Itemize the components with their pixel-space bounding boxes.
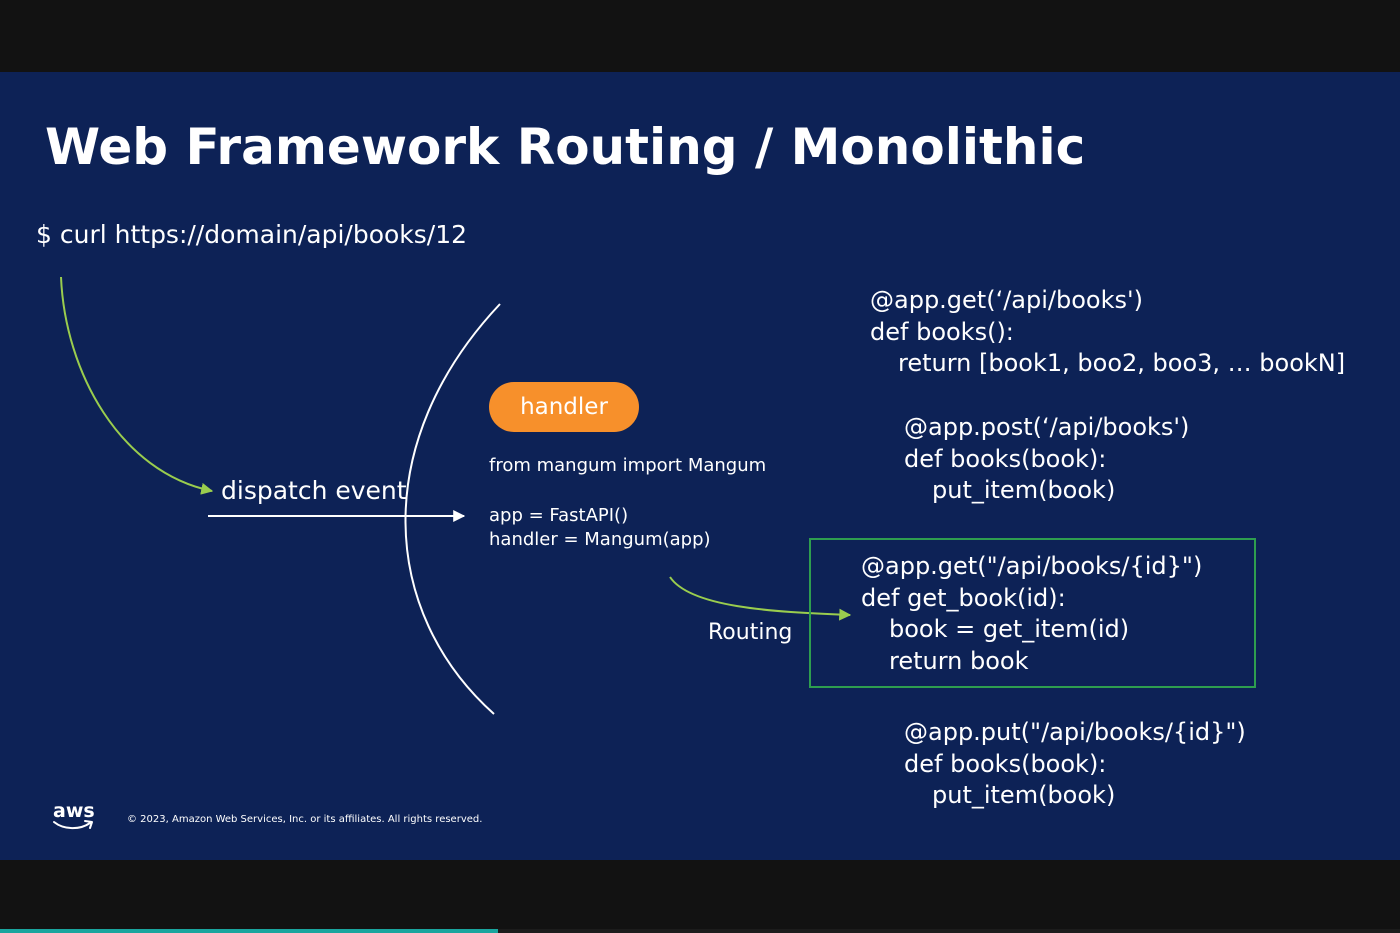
lambda-boundary-curve: [404, 303, 501, 715]
matched-route-highlight: [809, 538, 1256, 688]
video-progress-fill: [0, 929, 499, 933]
code-line: @app.put("/api/books/{id}"): [904, 718, 1246, 746]
curl-to-dispatch-arrow-icon: [60, 276, 214, 495]
code-line: return book: [889, 646, 1029, 675]
dispatch-event-label: dispatch event: [221, 476, 407, 505]
code-line: put_item(book): [932, 476, 1116, 504]
code-line: return [book1, boo2, boo3, … bookN]: [898, 349, 1346, 377]
put-books-route: @app.put("/api/books/{id}") def books(bo…: [904, 717, 1246, 812]
post-books-route: @app.post(‘/api/books') def books(book):…: [904, 412, 1189, 507]
code-line: @app.get("/api/books/{id}"): [861, 552, 1203, 580]
get-books-route: @app.get(‘/api/books') def books(): retu…: [870, 285, 1345, 380]
code-line: def books(book):: [904, 749, 1107, 778]
fastapi-app-line: app = FastAPI(): [489, 505, 629, 526]
curl-command: $ curl https://domain/api/books/12: [36, 220, 468, 249]
routing-diagram: [60, 276, 852, 715]
video-progress-bar[interactable]: [0, 929, 1400, 933]
aws-logo-icon: aws: [52, 800, 98, 836]
mangum-handler-line: handler = Mangum(app): [489, 529, 711, 550]
presentation-slide: Web Framework Routing / Monolithic $ cur…: [0, 72, 1400, 860]
aws-smile-icon: [53, 820, 93, 830]
code-line: def books(book):: [904, 444, 1107, 473]
copyright-notice: © 2023, Amazon Web Services, Inc. or its…: [127, 814, 483, 825]
mangum-import-line: from mangum import Mangum: [489, 455, 767, 476]
aws-logo-text: aws: [53, 800, 95, 822]
routing-arrow-icon: [669, 576, 852, 621]
code-line: @app.get(‘/api/books'): [870, 286, 1143, 314]
code-line: book = get_item(id): [889, 615, 1130, 643]
code-line: def books():: [870, 317, 1014, 346]
slide-title: Web Framework Routing / Monolithic: [45, 118, 1086, 176]
code-line: @app.post(‘/api/books'): [904, 413, 1190, 441]
get-book-route: @app.get("/api/books/{id}") def get_book…: [861, 551, 1202, 677]
routing-label: Routing: [708, 620, 793, 645]
handler-badge: handler: [489, 382, 639, 432]
code-line: def get_book(id):: [861, 583, 1066, 612]
code-line: put_item(book): [932, 781, 1116, 809]
